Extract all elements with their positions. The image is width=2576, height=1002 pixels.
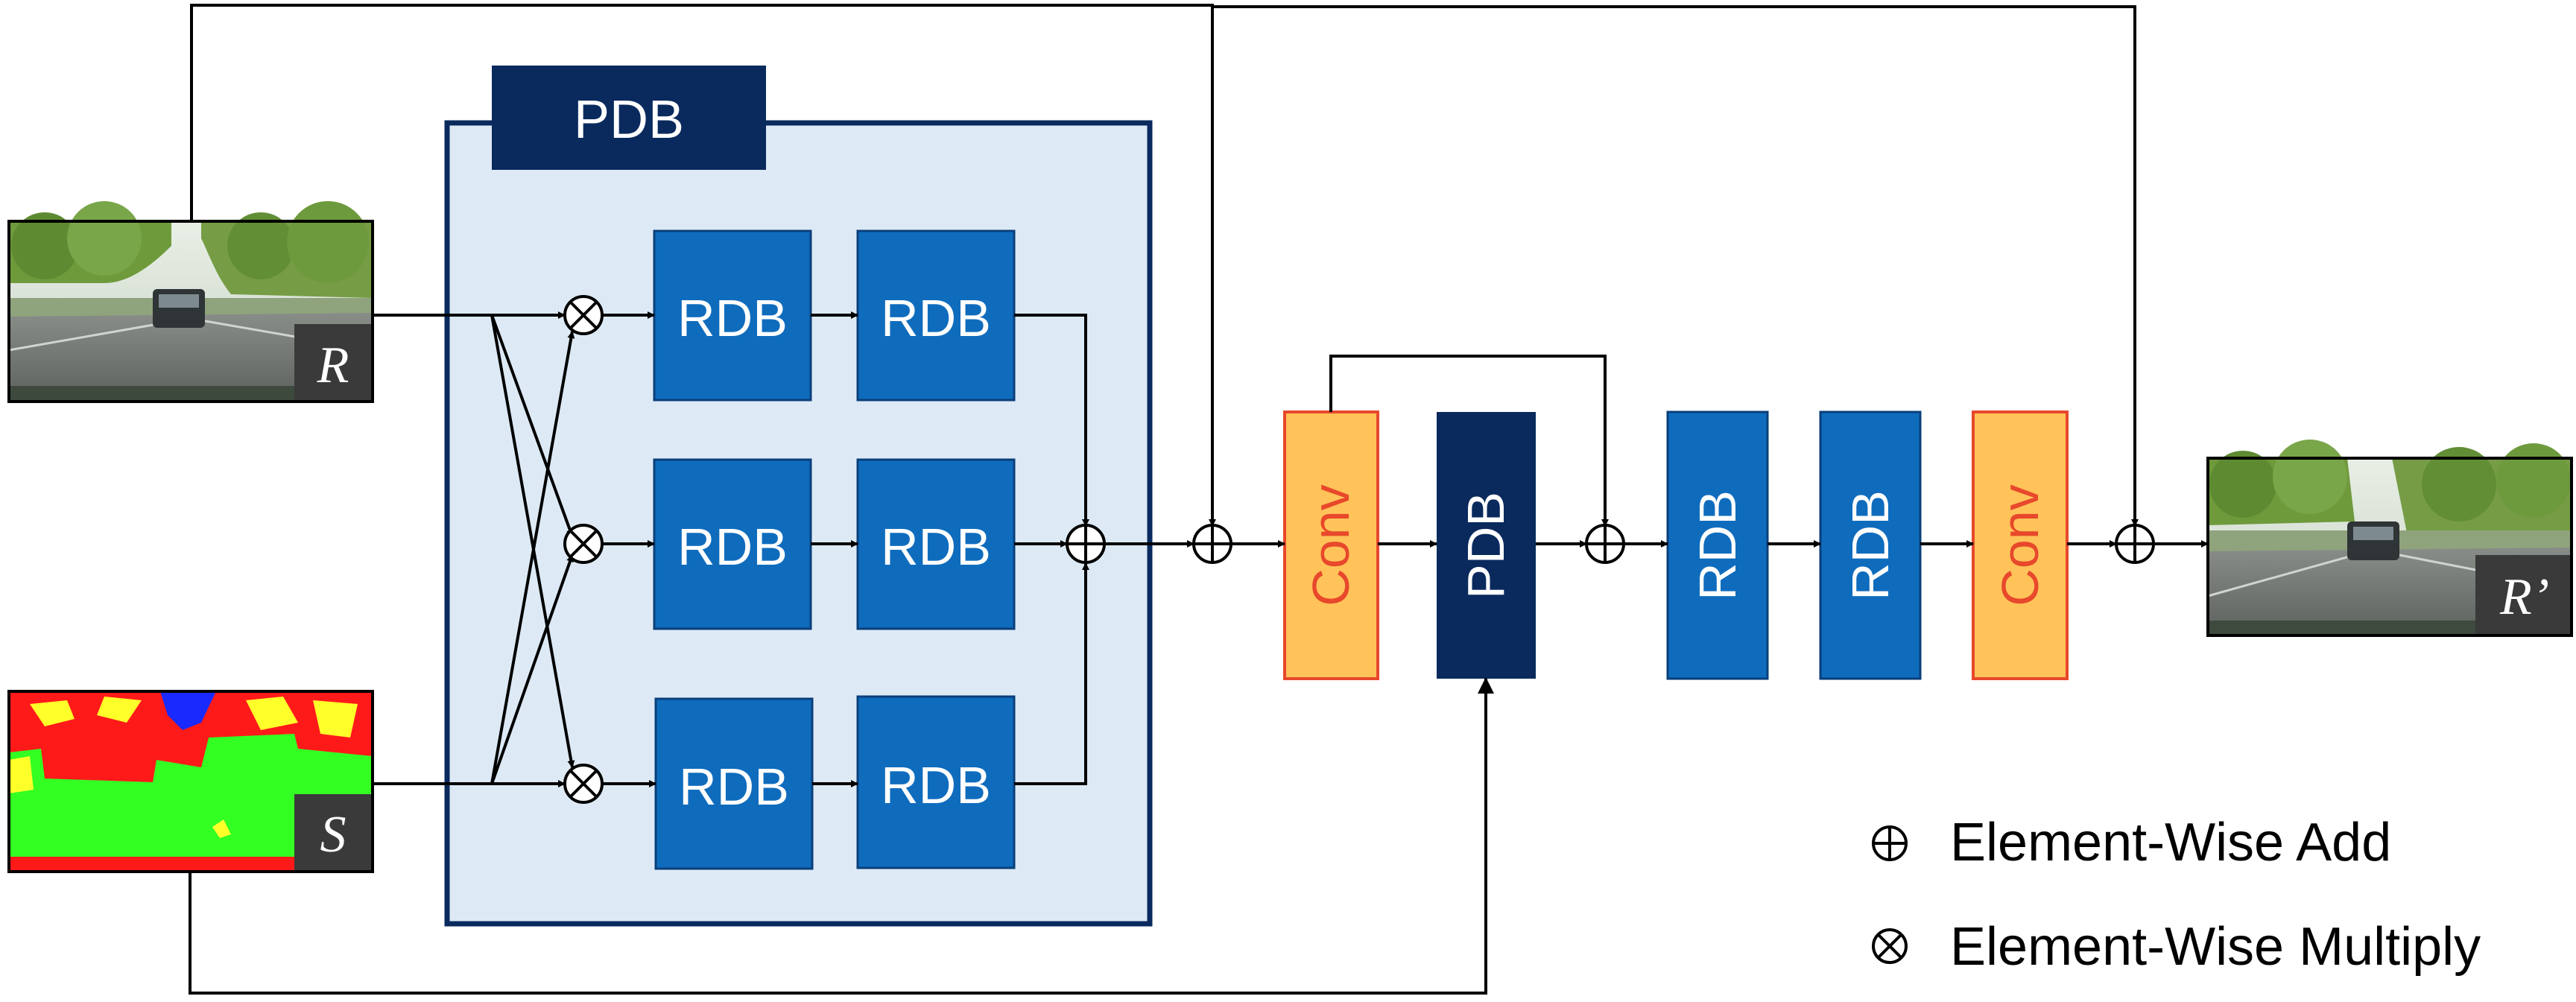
label-box-s (294, 794, 373, 872)
input-segmentation-s: S (7, 690, 374, 873)
rdb-label-row3-b: RDB (881, 756, 991, 814)
conv-label-1: Conv (1302, 484, 1360, 606)
rdb-block-row1-a (653, 229, 812, 402)
add-node-pdb-merge (1066, 524, 1106, 564)
label-box-r-prime (2475, 555, 2572, 635)
rdb-block-row2-a (653, 458, 812, 630)
rdb-block-row3-a (654, 697, 814, 870)
rdb-label-row1-a: RDB (677, 289, 788, 347)
multiply-node-1 (563, 295, 604, 335)
pdb-label-pipeline: PDB (1457, 492, 1515, 599)
conv-label-2: Conv (1991, 484, 2049, 606)
add-node-skip-2 (1585, 524, 1625, 564)
conv-block-1 (1283, 410, 1379, 680)
legend-multiply-label: Element-Wise Multiply (1950, 917, 2481, 977)
rdb-label-row2-b: RDB (881, 518, 991, 576)
output-image-r-prime: R’ (2206, 440, 2573, 637)
legend-add-label: Element-Wise Add (1950, 813, 2391, 872)
rdb-label-row3-a: RDB (679, 758, 789, 816)
multiply-legend-icon (1872, 928, 1908, 964)
add-node-output (2115, 524, 2155, 564)
label-s: S (320, 806, 346, 863)
input-image-r: R (7, 201, 374, 403)
rdb-block-row2-b (856, 458, 1016, 630)
pdb-title-box (492, 66, 766, 170)
label-r: R (317, 337, 349, 394)
label-box-r (294, 324, 373, 402)
connectors (189, 4, 2209, 995)
add-legend-icon (1872, 825, 1908, 861)
rdb-block-row3-b (856, 695, 1016, 869)
rdb-label-row2-a: RDB (677, 518, 788, 576)
multiply-node-3 (563, 764, 604, 804)
label-r-prime: R’ (2499, 568, 2549, 626)
rdb-block-row1-b (856, 229, 1016, 402)
rdb-label-pipeline-1: RDB (1689, 490, 1747, 600)
multiply-node-2 (563, 524, 604, 564)
rdb-label-row1-b: RDB (881, 289, 991, 347)
pdb-block-pipeline (1437, 412, 1536, 679)
add-node-skip-1 (1192, 524, 1232, 564)
pdb-title: PDB (574, 90, 684, 150)
rdb-label-pipeline-2: RDB (1841, 490, 1899, 600)
legend: Element-Wise Add Element-Wise Multiply (1872, 813, 2481, 977)
